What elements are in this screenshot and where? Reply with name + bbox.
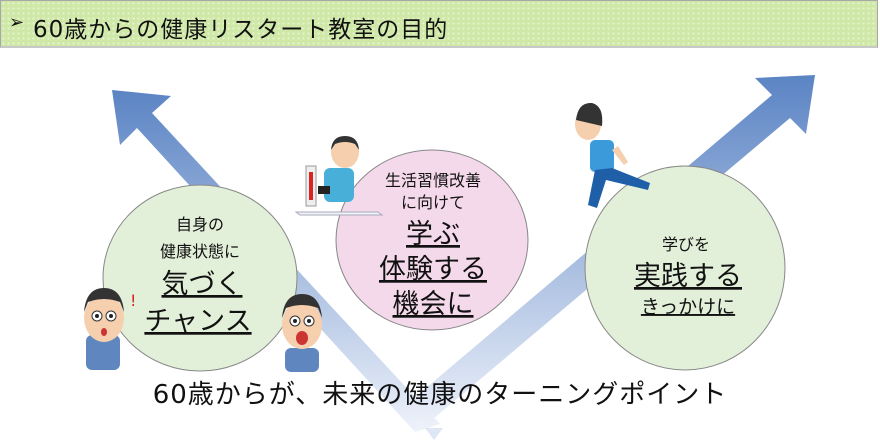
shocked-man-illustration <box>282 294 322 372</box>
circle-notice: 自身の 健康状態に 気づく チャンス <box>102 184 298 372</box>
page-title: 60歳からの健康リスタート教室の目的 <box>33 17 449 43</box>
practice-emphasis1: 実践する <box>634 261 742 292</box>
arrowhead-bullet-icon: ➢ <box>9 12 25 33</box>
learn-line2: に向けて <box>401 193 465 212</box>
footer-slogan: 60歳からが、未来の健康のターニングポイント <box>152 380 728 410</box>
blood-pressure-check-illustration <box>294 136 384 216</box>
circle-practice: 学びを 実践する きっかけに <box>584 165 786 371</box>
practice-line1: 学びを <box>662 235 710 254</box>
exclamation-mark: ! <box>130 291 136 310</box>
surprised-man-illustration: ! <box>84 288 136 370</box>
practice-emphasis2: きっかけに <box>641 296 735 318</box>
learn-line1: 生活習慣改善 <box>385 171 481 190</box>
title-banner: ➢ 60歳からの健康リスタート教室の目的 <box>0 0 878 48</box>
notice-emphasis2: チャンス <box>144 306 251 337</box>
running-man-illustration <box>575 102 650 208</box>
arrow-bottom-tip <box>425 428 443 440</box>
notice-line1: 自身の <box>176 215 224 234</box>
notice-line2: 健康状態に <box>160 242 240 261</box>
learn-emphasis1: 学ぶ <box>406 219 460 250</box>
notice-emphasis1: 気づく <box>162 269 243 300</box>
circle-learn: 生活習慣改善 に向けて 学ぶ 体験する 機会に <box>335 149 529 331</box>
learn-emphasis3: 機会に <box>393 289 474 320</box>
learn-emphasis2: 体験する <box>379 254 487 285</box>
